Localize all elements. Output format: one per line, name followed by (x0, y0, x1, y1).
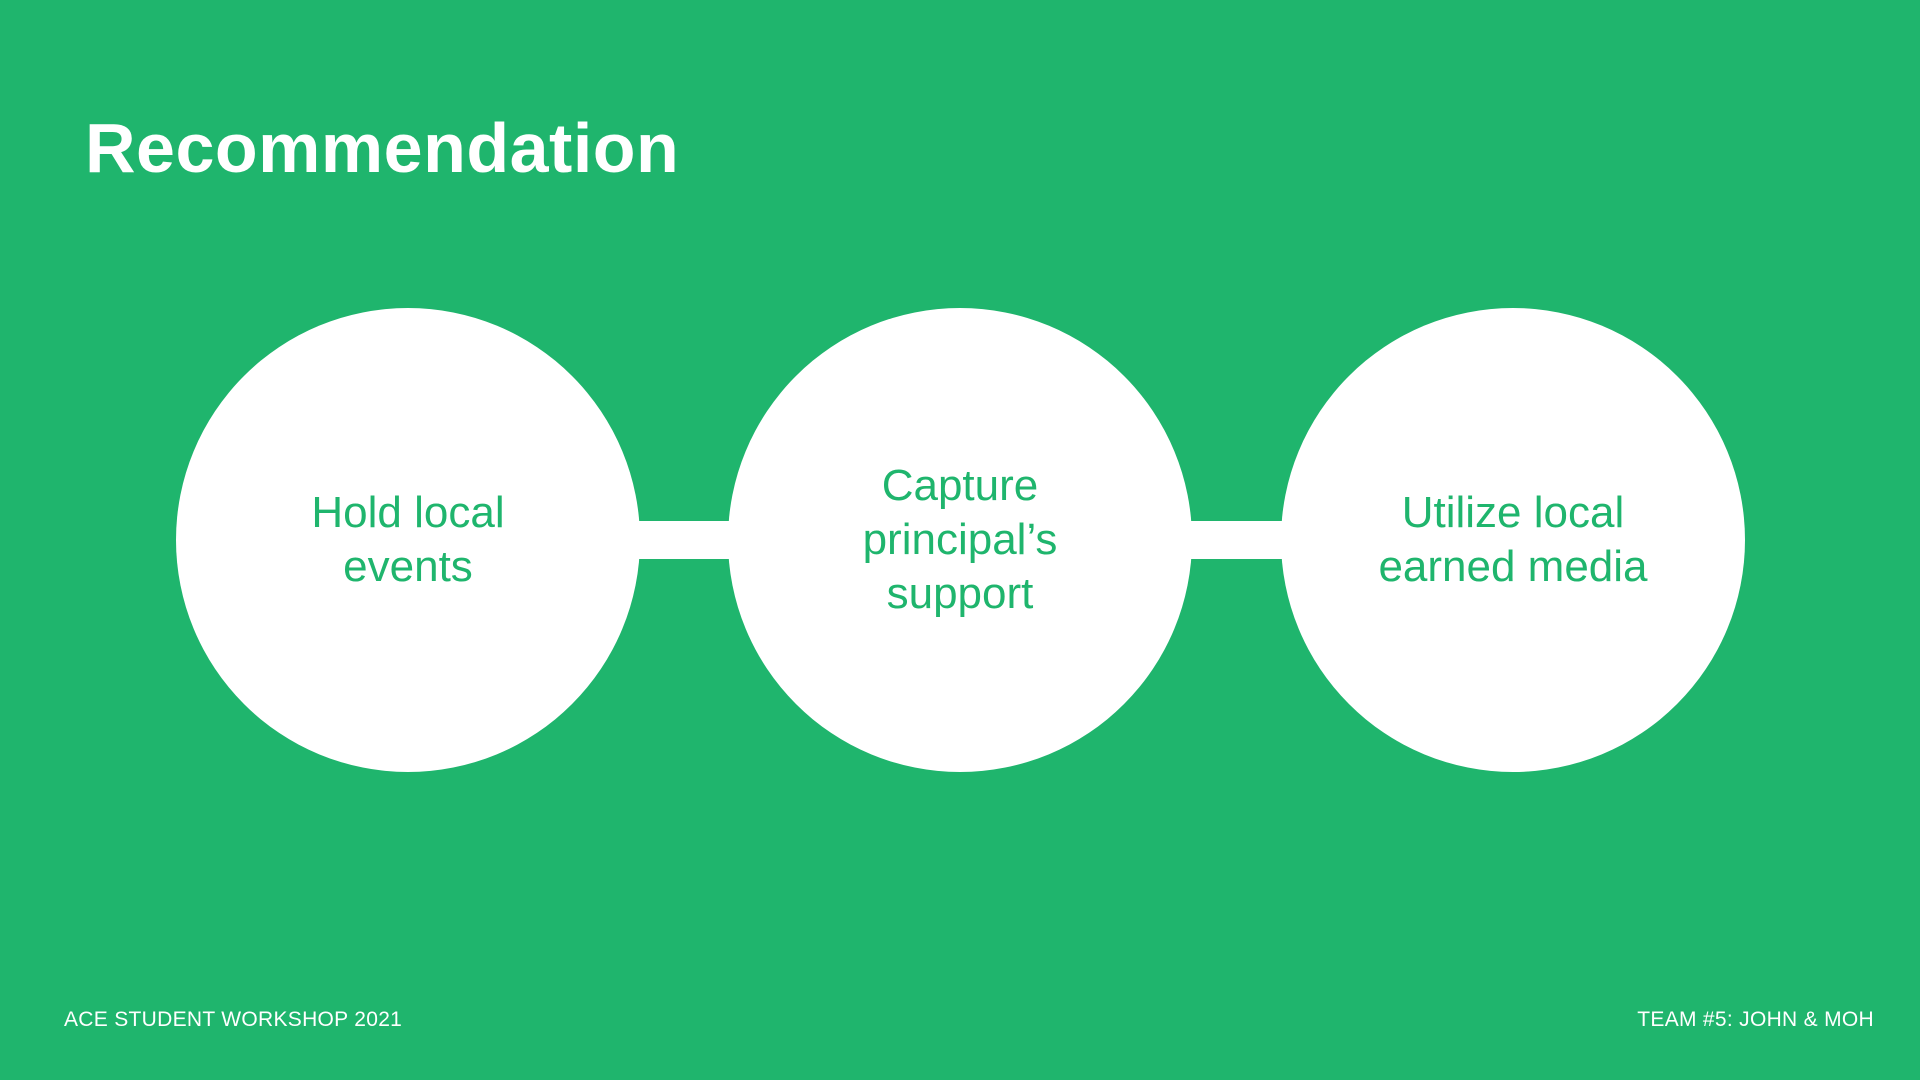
step-label: Hold local events (311, 488, 505, 591)
step-circle-capture-principals-support: Capture principal’s support (728, 308, 1192, 772)
connector-line-2-3 (1182, 521, 1282, 559)
step-circle-utilize-local-earned-media: Utilize local earned media (1281, 308, 1745, 772)
step-label: Capture principal’s support (862, 461, 1058, 618)
slide-title: Recommendation (85, 109, 680, 187)
step-label: Utilize local earned media (1378, 488, 1648, 591)
step-circle-hold-local-events: Hold local events (176, 308, 640, 772)
connector-line-1-2 (630, 521, 730, 559)
footer-event-name: ACE STUDENT WORKSHOP 2021 (64, 1008, 403, 1031)
footer-team-name: TEAM #5: JOHN & MOH (1637, 1008, 1874, 1031)
